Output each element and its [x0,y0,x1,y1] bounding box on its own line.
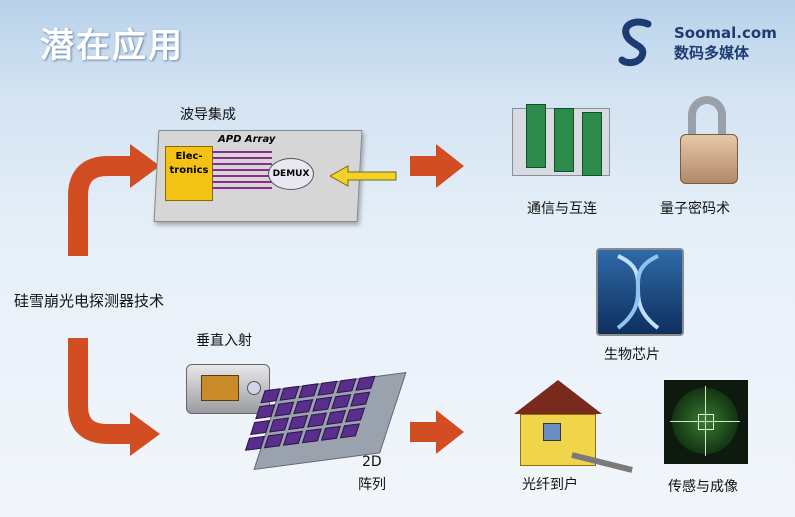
center-label: 硅雪崩光电探测器技术 [14,292,165,310]
logo-line2: 数码多媒体 [674,44,750,62]
app-label-quantum-crypto: 量子密码术 [660,201,730,217]
lower-right-arrow-head [436,410,464,454]
app-label-biochip: 生物芯片 [604,347,660,363]
vertical-incidence-label: 垂直入射 [196,333,252,349]
house-icon [514,380,634,480]
apd-array-label: APD Array [218,134,276,145]
app-label-sensing-imaging: 传感与成像 [668,479,738,495]
input-light-arrow [330,165,397,187]
upper-right-arrow-head [436,144,464,188]
lower-curved-arrow [68,338,135,444]
app-label-fttp: 光纤到户 [522,477,578,493]
upper-right-arrow-body [410,156,438,176]
app-label-communication: 通信与互连 [527,201,597,217]
logo: Soomal.com 数码多媒体 [616,18,786,68]
lower-arrow-head [130,412,160,456]
page-title: 潜在应用 [40,26,184,66]
demux-block: DEMUX [268,158,314,190]
electronics-block: Elec- tronics [165,146,213,201]
waveguide-label: 波导集成 [180,107,236,123]
padlock-icon [676,96,740,186]
upper-arrow-head [130,144,160,188]
apd-waveguide-lines [212,151,272,189]
dna-icon [596,248,684,336]
server-rack-icon [512,104,612,180]
night-vision-icon [664,380,748,464]
upper-curved-arrow [68,156,135,256]
array-label-text: 阵列 [358,477,386,493]
lower-right-arrow-body [410,422,438,442]
array-label-2d: 2D [362,454,382,470]
s-logo-icon [618,18,652,67]
logo-line1: Soomal.com [674,24,777,42]
